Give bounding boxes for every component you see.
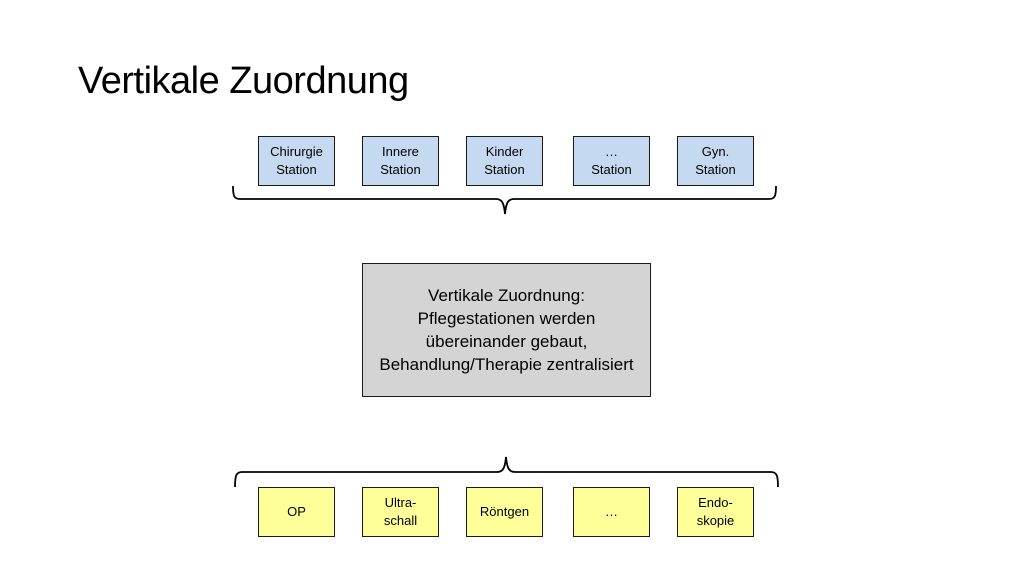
station-box-other: … Station (573, 136, 650, 186)
station-box-chirurgie: Chirurgie Station (258, 136, 335, 186)
service-box-roentgen: Röntgen (466, 487, 543, 537)
service-box-other: … (573, 487, 650, 537)
top-brace-path (232, 185, 777, 215)
station-box-gyn: Gyn. Station (677, 136, 754, 186)
service-box-endoskopie: Endo- skopie (677, 487, 754, 537)
center-description-box: Vertikale Zuordnung: Pflegestationen wer… (362, 263, 651, 397)
station-box-innere: Innere Station (362, 136, 439, 186)
service-box-ultraschall: Ultra- schall (362, 487, 439, 537)
page-title: Vertikale Zuordnung (78, 60, 409, 102)
bottom-brace-path (234, 456, 779, 488)
station-box-kinder: Kinder Station (466, 136, 543, 186)
service-box-op: OP (258, 487, 335, 537)
